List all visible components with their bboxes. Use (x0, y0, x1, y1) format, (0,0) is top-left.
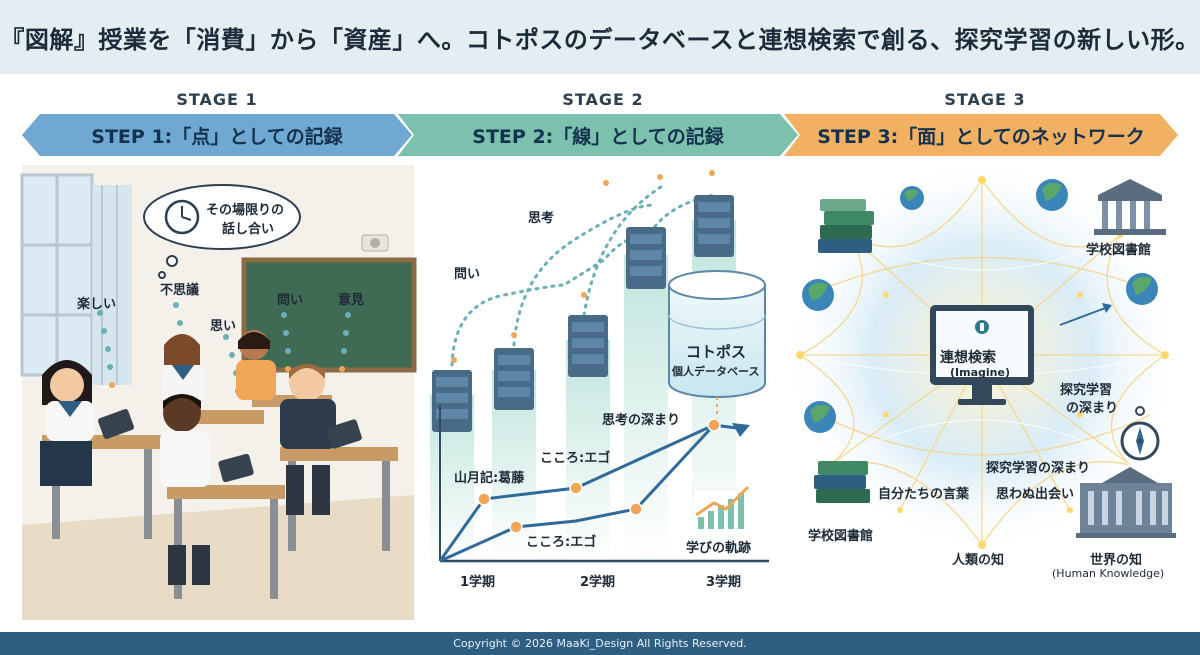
museum-icon (1094, 179, 1166, 235)
growth-chart-icon (694, 485, 756, 533)
bubble-text-line2: 話し合い (222, 222, 275, 237)
inquiry-deep-label: 探究学習の深まり (986, 461, 1091, 476)
knowledge-network-diagram: 連想検索 (Imagine) 学校図書館 学校図書館 探究学習 の深まり 探究学… (782, 155, 1182, 620)
world-knowledge-title: 世界の知 (1090, 553, 1143, 568)
x-term-3: 3学期 (706, 575, 742, 590)
student-front-center (160, 394, 210, 585)
globe-icon (1126, 273, 1158, 305)
step-3-label: STEP 3:「面」としてのネットワーク (817, 125, 1145, 148)
server-icon (568, 315, 608, 377)
word-iken: 意見 (338, 293, 365, 308)
trajectory-graphic (430, 170, 769, 565)
world-knowledge-subtitle: (Human Knowledge) (1052, 567, 1165, 580)
footer-bar: Copyright © 2026 MaaKi_Design All Rights… (0, 632, 1200, 655)
step-2-label: STEP 2:「線」としての記録 (472, 125, 724, 148)
word-fushigi: 不思議 (160, 283, 200, 298)
step-3-banner: STEP 3:「面」としてのネットワーク (784, 114, 1178, 156)
title-bar: 『図解』授業を「消費」から「資産」へ。コトポスのデータベースと連想検索で創る、探… (0, 0, 1200, 74)
float-label-shikou: 思考 (528, 211, 555, 226)
copyright-text: Copyright © 2026 MaaKi_Design All Rights… (453, 637, 747, 650)
globe-icon (804, 401, 836, 433)
globe-icon (1036, 179, 1068, 211)
point-label-sangetsuki: 山月記:葛藤 (454, 471, 525, 486)
step-1-banner: STEP 1:「点」としての記録 (22, 114, 412, 156)
books-icon (818, 199, 874, 253)
monitor-title: 連想検索 (940, 350, 996, 366)
point-label-shikou-fukamari: 思考の深まり (602, 413, 681, 428)
x-term-1: 1学期 (460, 575, 496, 590)
student-back-right (236, 330, 276, 400)
library-label-bottom: 学校図書館 (808, 529, 874, 544)
point-label-kokoro-ego-upper: こころ:エゴ (540, 451, 611, 466)
tablet-icon (98, 409, 134, 439)
inquiry-label-line2: の深まり (1066, 401, 1119, 416)
server-icon (432, 370, 472, 432)
x-term-2: 2学期 (580, 575, 616, 590)
encounter-label: 思わぬ出会い (996, 487, 1075, 502)
monitor-subtitle: (Imagine) (950, 366, 1010, 379)
stage-1-label: STAGE 1 (176, 90, 258, 109)
bubble-text-line1: その場限りの (206, 203, 285, 218)
word-tanoshii: 楽しい (77, 297, 117, 312)
chalkboard (241, 257, 417, 373)
clock-icon (164, 199, 200, 235)
page-title: 『図解』授業を「消費」から「資産」へ。コトポスのデータベースと連想検索で創る、探… (0, 25, 1200, 54)
globe-icon (802, 279, 834, 311)
globe-icon (900, 186, 924, 210)
university-icon (1076, 467, 1176, 538)
monitor-icon (930, 305, 1034, 405)
word-omoi: 思い (210, 319, 237, 334)
step-2-banner: STEP 2:「線」としての記録 (398, 114, 798, 156)
point-label-kokoro-ego-lower: こころ:エゴ (526, 535, 597, 550)
word-toi: 問い (277, 293, 304, 308)
server-icon (494, 348, 534, 410)
tablet-icon (218, 453, 254, 483)
humanity-label: 人類の知 (952, 553, 1005, 568)
student-front-right (280, 364, 336, 515)
student-front-left (40, 360, 94, 486)
inquiry-label-line1: 探究学習 (1060, 383, 1113, 398)
float-label-toi: 問い (454, 267, 481, 282)
server-icon (694, 195, 734, 257)
tablet-icon (326, 419, 362, 449)
compass-icon (1120, 406, 1160, 461)
learning-trajectory-diagram: 問い 思考 コトポス 個人データベース 思考の深まり こころ:エゴ 山月記:葛藤… (424, 165, 784, 620)
books-icon (814, 461, 870, 503)
database-subtitle: 個人データベース (672, 365, 760, 378)
server-icon (626, 227, 666, 289)
step-1-label: STEP 1:「点」としての記録 (91, 125, 343, 148)
growth-label: 学びの軌跡 (686, 541, 752, 556)
database-icon (668, 270, 766, 398)
network-graphic (782, 155, 1182, 555)
own-words-label: 自分たちの言葉 (878, 487, 970, 502)
stage-2-label: STAGE 2 (562, 90, 644, 109)
database-title: コトポス (686, 343, 747, 361)
classroom-illustration: その場限りの 話し合い 楽しい 不思議 思い 問い 意見 (20, 165, 417, 620)
library-label-top: 学校図書館 (1086, 243, 1152, 258)
window-icon (20, 173, 132, 385)
classroom-scene (20, 165, 417, 620)
stage-3-label: STAGE 3 (944, 90, 1026, 109)
